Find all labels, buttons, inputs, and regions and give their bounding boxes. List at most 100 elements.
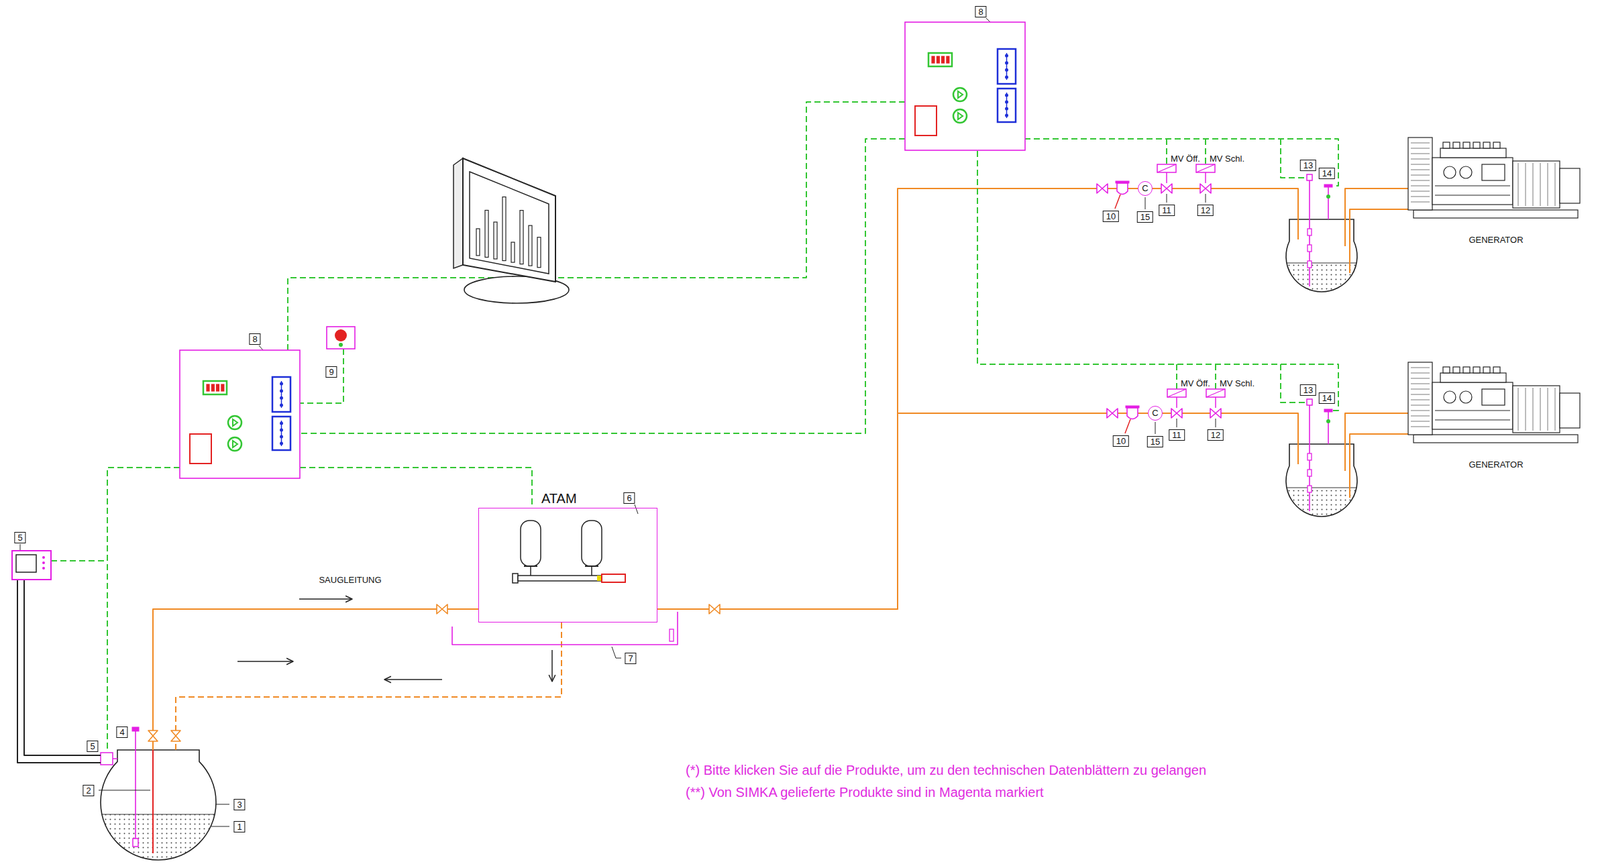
level-probe bbox=[134, 731, 137, 839]
signal-line bbox=[50, 560, 108, 562]
fuel-fill bbox=[1284, 262, 1359, 295]
radiator bbox=[1408, 137, 1433, 210]
control-panel-housing bbox=[179, 350, 300, 479]
fuel-fill bbox=[1284, 487, 1359, 520]
level-dot bbox=[279, 382, 284, 386]
signal-line bbox=[1024, 138, 1339, 186]
radiator-fin bbox=[1410, 201, 1430, 203]
alternator-rib bbox=[1532, 387, 1534, 431]
alternator-end-cap bbox=[1559, 168, 1580, 204]
chart-bar bbox=[511, 242, 515, 263]
suction-pipe bbox=[152, 609, 479, 751]
valve-cover bbox=[1453, 366, 1460, 373]
callout-number: 3 bbox=[233, 798, 245, 811]
solenoid-actuator bbox=[1196, 164, 1215, 173]
level-sensor-float bbox=[1307, 260, 1312, 268]
label-text: 14 bbox=[1318, 167, 1336, 180]
callout-number: 8 bbox=[974, 5, 987, 18]
radiator-fin bbox=[1410, 191, 1430, 192]
signal-line bbox=[1280, 138, 1307, 178]
valve-cover bbox=[1443, 366, 1450, 373]
flow-arrow bbox=[384, 678, 443, 681]
valve-label: MV Schl. bbox=[1219, 377, 1255, 390]
radiator-fin bbox=[1410, 378, 1430, 380]
generator-unit: GENERATOR bbox=[1408, 134, 1584, 246]
engine-block bbox=[1432, 382, 1513, 430]
base-frame bbox=[1413, 209, 1578, 219]
engine-detail bbox=[1434, 185, 1511, 187]
radiator-fin bbox=[1410, 142, 1430, 144]
callout-number: 1 bbox=[233, 820, 245, 833]
chart-bar bbox=[485, 209, 489, 257]
flow-meter: C bbox=[1147, 405, 1163, 421]
alarm-panel bbox=[915, 105, 937, 136]
level-sensor-head bbox=[1306, 399, 1313, 406]
alternator bbox=[1512, 161, 1560, 208]
sensor-indicator bbox=[1326, 194, 1331, 199]
leak-detector bbox=[12, 550, 51, 580]
level-sensor-float bbox=[1307, 453, 1312, 461]
feed-pipe bbox=[1155, 413, 1299, 465]
flow-arrowhead bbox=[548, 674, 556, 682]
leader-line bbox=[20, 544, 21, 551]
radiator-fin bbox=[1410, 175, 1430, 176]
label-text: 8 bbox=[248, 333, 261, 345]
monitor-screen bbox=[469, 171, 549, 274]
node-label: GENERATOR bbox=[1468, 234, 1523, 246]
fuel-fill bbox=[99, 814, 218, 863]
label-text: 4 bbox=[116, 726, 128, 738]
radiator-fin bbox=[1410, 153, 1430, 155]
label-text: MV Schl. bbox=[1219, 378, 1255, 389]
label-text: 7 bbox=[624, 652, 636, 665]
note-text: (**) Von SIMKA gelieferte Produkte sind … bbox=[685, 784, 1044, 801]
atam-unit: ATAM bbox=[478, 507, 658, 623]
shutoff-valve bbox=[1106, 408, 1118, 418]
base-frame bbox=[1413, 434, 1578, 443]
generator-illustration bbox=[1408, 137, 1580, 219]
alternator-rib bbox=[1555, 163, 1556, 206]
callout-number: 15 bbox=[1137, 210, 1154, 223]
engine-block bbox=[1432, 157, 1513, 205]
alternator-rib bbox=[1525, 163, 1527, 206]
level-dot bbox=[279, 428, 284, 433]
engine-cover bbox=[1481, 164, 1505, 181]
engine-cover bbox=[1481, 389, 1505, 406]
pump-indicator-arrow bbox=[232, 440, 238, 448]
label-text: (**) Von SIMKA gelieferte Produkte sind … bbox=[685, 784, 1044, 800]
radiator-fin bbox=[1410, 158, 1430, 160]
led-digit bbox=[210, 383, 215, 392]
manifold-fitting bbox=[597, 575, 602, 581]
drip-tray bbox=[452, 611, 678, 645]
solenoid-actuator bbox=[1206, 389, 1225, 398]
control-panel-housing bbox=[904, 22, 1026, 151]
level-display bbox=[997, 48, 1016, 84]
label-text: 11 bbox=[1168, 429, 1185, 441]
valve-label: MV Schl. bbox=[1209, 152, 1245, 165]
return-pipe bbox=[175, 622, 562, 751]
callout-number: 11 bbox=[1168, 428, 1185, 441]
level-display bbox=[272, 377, 291, 412]
sensor-cable bbox=[17, 579, 101, 763]
leader-line bbox=[611, 646, 622, 659]
control-panel bbox=[179, 350, 300, 479]
engine-return-pipe bbox=[1349, 434, 1409, 498]
led-digit bbox=[205, 383, 210, 392]
shutoff-valve bbox=[1161, 183, 1172, 194]
valve-stem bbox=[1214, 397, 1217, 408]
fuel-surface bbox=[100, 814, 217, 816]
valve-stem bbox=[1176, 397, 1178, 408]
callout-number: 7 bbox=[624, 652, 636, 665]
line-label: SAUGLEITUNG bbox=[318, 573, 382, 586]
signal-line bbox=[556, 101, 905, 278]
valve-cover bbox=[1493, 142, 1501, 149]
radiator-fin bbox=[1410, 196, 1430, 198]
chart-bar bbox=[519, 210, 524, 265]
level-sensor-float bbox=[1307, 485, 1312, 493]
leader-line bbox=[634, 504, 638, 514]
level-display bbox=[997, 88, 1016, 123]
leader-line bbox=[98, 790, 151, 791]
level-dot bbox=[1004, 54, 1009, 58]
level-dot bbox=[279, 396, 284, 400]
callout-number: 12 bbox=[1207, 428, 1224, 441]
leader-line bbox=[986, 18, 991, 23]
